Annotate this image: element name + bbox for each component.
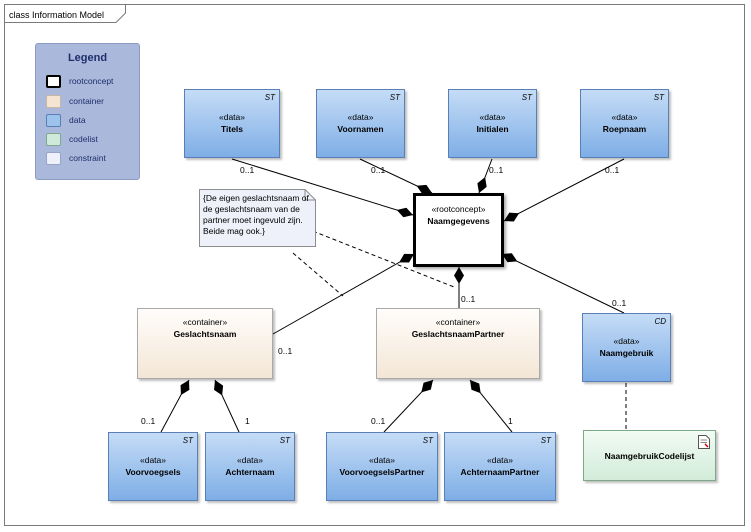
node-type-tag: ST xyxy=(653,93,664,102)
node-achternaam[interactable]: ST «data» Achternaam xyxy=(205,432,295,501)
node-name: VoorvoegselsPartner xyxy=(339,467,425,477)
edge-voorvoegsels-partner xyxy=(383,379,434,433)
node-stereotype: «data» xyxy=(479,112,506,122)
multiplicity-achternaam: 1 xyxy=(245,416,250,426)
node-geslachtsnaam[interactable]: «container» Geslachtsnaam xyxy=(137,308,273,379)
node-stereotype: «data» xyxy=(369,455,395,465)
node-voorvoegsels-partner[interactable]: ST «data» VoorvoegselsPartner xyxy=(326,432,438,501)
multiplicity-voorvoegsels-partner: 0..1 xyxy=(371,416,386,426)
multiplicity-initialen: 0..1 xyxy=(489,165,504,175)
multiplicity-naamgebruik: 0..1 xyxy=(612,298,627,308)
node-geslachtsnaam-partner[interactable]: «container» GeslachtsnaamPartner xyxy=(376,308,540,379)
node-type-tag: ST xyxy=(182,436,193,445)
note-link-geslachtsnaam xyxy=(292,252,344,297)
multiplicity-achternaam-partner: 1 xyxy=(508,416,513,426)
node-naamgebruik-codelijst[interactable]: NaamgebruikCodelijst xyxy=(583,430,716,481)
note-text: {De eigen geslachtsnaam of de geslachtsn… xyxy=(203,193,309,236)
node-type-tag: ST xyxy=(264,93,275,102)
legend-swatch-constraint xyxy=(46,152,61,165)
legend-swatch-data xyxy=(46,114,61,127)
node-type-tag: ST xyxy=(422,436,433,445)
node-stereotype: «data» xyxy=(219,112,245,122)
codelist-document-icon xyxy=(698,435,710,449)
node-name: Roepnaam xyxy=(602,124,647,134)
legend-title: Legend xyxy=(67,52,108,64)
node-name: Voornamen xyxy=(337,124,384,134)
node-stereotype: «data» xyxy=(611,112,638,122)
edge-roepnaam xyxy=(503,158,625,222)
frame-label: class Information Model xyxy=(9,10,105,20)
node-stereotype: «container» xyxy=(182,317,228,327)
node-name: Naamgebruik xyxy=(599,348,654,358)
legend-label: constraint xyxy=(69,153,106,163)
multiplicity-voornamen: 0..1 xyxy=(371,165,386,175)
constraint-note[interactable]: {De eigen geslachtsnaam of de geslachtsn… xyxy=(199,189,316,247)
node-roepnaam[interactable]: ST «data» Roepnaam xyxy=(580,89,669,158)
node-stereotype: «data» xyxy=(237,455,263,465)
multiplicity-roepnaam: 0..1 xyxy=(605,165,620,175)
node-type-tag: ST xyxy=(389,93,400,102)
multiplicity-geslachtsnaam: 0..1 xyxy=(278,346,293,356)
node-name: Naamgegevens xyxy=(427,216,490,226)
note-shape xyxy=(199,189,316,247)
legend-swatch-rootconcept xyxy=(46,75,61,88)
node-achternaam-partner[interactable]: ST «data» AchternaamPartner xyxy=(444,432,556,501)
node-name: Voorvoegsels xyxy=(125,467,181,477)
legend-label: data xyxy=(69,115,86,125)
node-naamgegevens[interactable]: «rootconcept» Naamgegevens xyxy=(413,193,504,267)
node-stereotype: «data» xyxy=(613,336,640,346)
node-type-tag: ST xyxy=(521,93,532,102)
multiplicity-titels: 0..1 xyxy=(240,165,255,175)
edge-naamgebruik xyxy=(501,253,625,314)
node-stereotype: «rootconcept» xyxy=(431,204,486,214)
node-voorvoegsels[interactable]: ST «data» Voorvoegsels xyxy=(108,432,198,501)
edge-geslachtsnaam xyxy=(272,253,415,335)
edge-voornamen xyxy=(359,158,433,194)
legend-swatch-container xyxy=(46,95,61,108)
node-stereotype: «data» xyxy=(140,455,166,465)
node-type-tag: CD xyxy=(654,317,666,326)
node-stereotype: «container» xyxy=(435,317,481,327)
node-initialen[interactable]: ST «data» Initialen xyxy=(448,89,537,158)
node-name: Titels xyxy=(220,124,244,134)
edge-achternaam-partner xyxy=(469,379,513,433)
legend: Legend rootconcept container data codeli… xyxy=(35,43,140,180)
node-type-tag: ST xyxy=(279,436,290,445)
node-name: Achternaam xyxy=(225,467,275,477)
node-stereotype: «data» xyxy=(487,455,513,465)
edge-achternaam xyxy=(214,379,240,433)
node-type-tag: ST xyxy=(540,436,551,445)
node-naamgebruik[interactable]: CD «data» Naamgebruik xyxy=(582,313,671,382)
node-voornamen[interactable]: ST «data» Voornamen xyxy=(316,89,405,158)
node-name: NaamgebruikCodelijst xyxy=(604,450,695,461)
node-name: Initialen xyxy=(476,124,509,134)
legend-label: rootconcept xyxy=(69,76,114,86)
node-name: Geslachtsnaam xyxy=(173,329,237,339)
multiplicity-voorvoegsels: 0..1 xyxy=(141,416,156,426)
frame-tab xyxy=(4,4,126,23)
edge-initialen xyxy=(477,158,493,194)
multiplicity-geslachtsnaam-partner: 0..1 xyxy=(461,294,476,304)
legend-label: codelist xyxy=(69,134,98,144)
node-name: AchternaamPartner xyxy=(460,467,540,477)
legend-swatch-codelist xyxy=(46,133,61,146)
edge-voorvoegsels xyxy=(160,379,190,433)
legend-label: container xyxy=(69,96,104,106)
node-titels[interactable]: ST «data» Titels xyxy=(184,89,280,158)
edge-titels xyxy=(231,158,414,218)
node-name: GeslachtsnaamPartner xyxy=(411,329,505,339)
node-stereotype: «data» xyxy=(347,112,374,122)
